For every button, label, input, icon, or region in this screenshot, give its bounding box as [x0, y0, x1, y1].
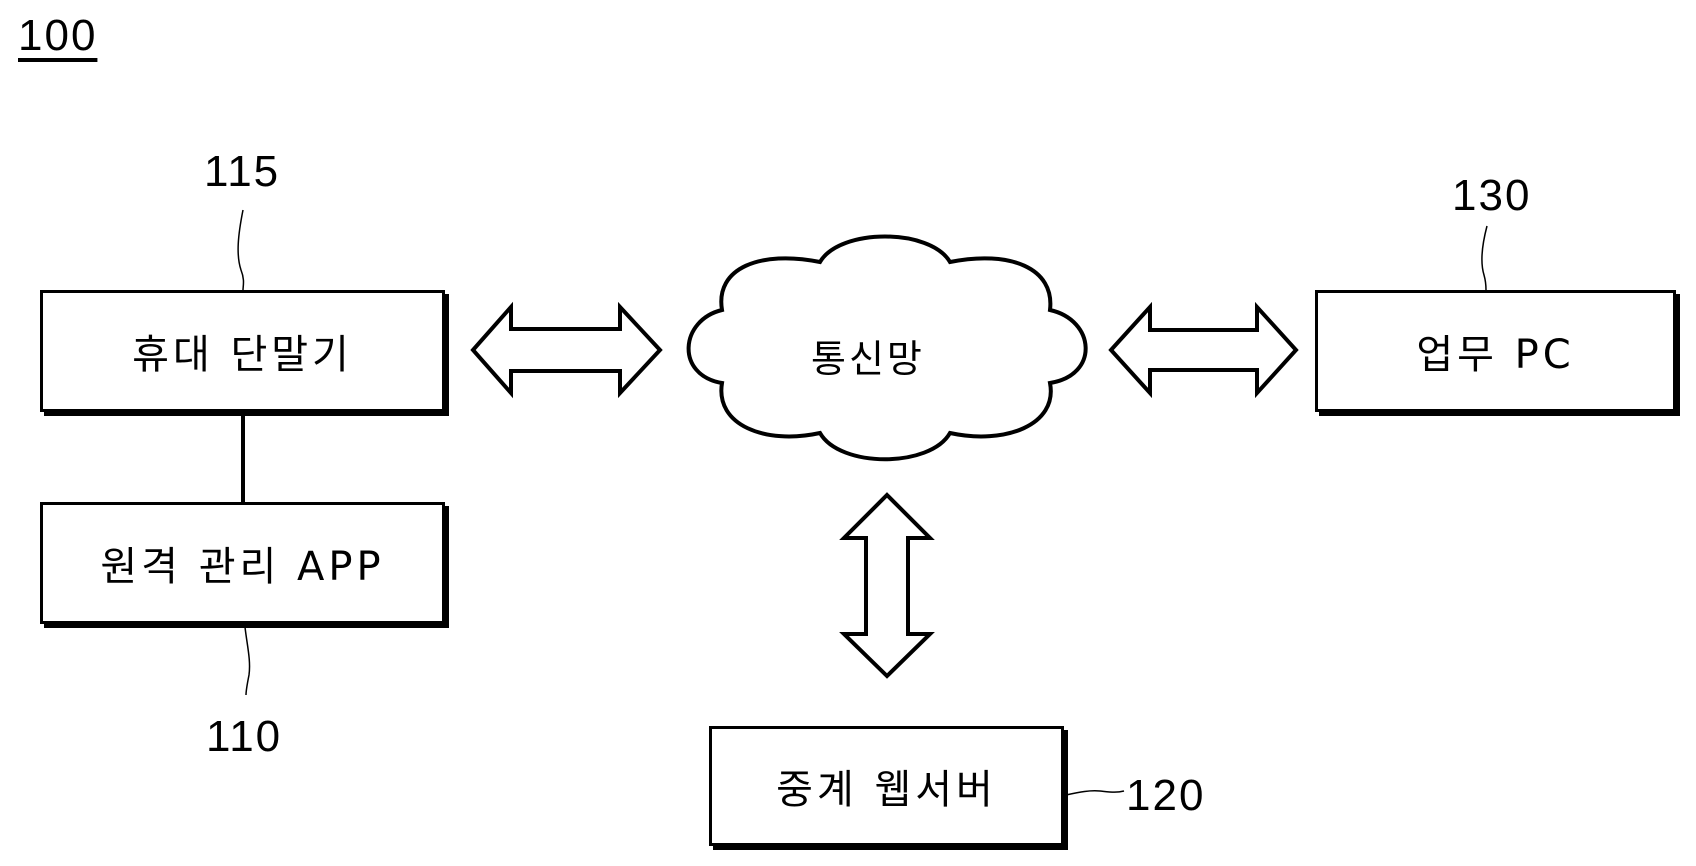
relay-server-box: 중계 웹서버 — [709, 726, 1064, 846]
figure-number: 100 — [18, 11, 98, 60]
relay-server-label: 중계 웹서버 — [776, 767, 997, 813]
bidirectional-arrow-vertical — [839, 492, 935, 679]
leader-line-120 — [1065, 790, 1125, 796]
bidirectional-arrow-right — [1108, 301, 1299, 399]
remote-app-label: 원격 관리 APP — [100, 544, 385, 590]
mobile-terminal-box: 휴대 단말기 — [40, 290, 445, 412]
leader-line-130 — [1481, 225, 1488, 291]
ref-label-130: 130 — [1452, 171, 1532, 220]
work-pc-label: 업무 PC — [1416, 332, 1575, 378]
work-pc-box: 업무 PC — [1315, 290, 1676, 412]
bidirectional-arrow-left — [470, 301, 663, 399]
network-label: 통신망 — [811, 337, 925, 381]
ref-label-120: 120 — [1126, 771, 1206, 820]
ref-label-110: 110 — [206, 712, 283, 761]
mobile-terminal-label: 휴대 단말기 — [132, 332, 353, 378]
remote-app-box: 원격 관리 APP — [40, 502, 445, 624]
leader-line-110 — [244, 626, 251, 696]
network-cloud-icon — [686, 234, 1088, 462]
leader-line-115 — [237, 209, 245, 291]
ref-label-115: 115 — [204, 147, 281, 196]
